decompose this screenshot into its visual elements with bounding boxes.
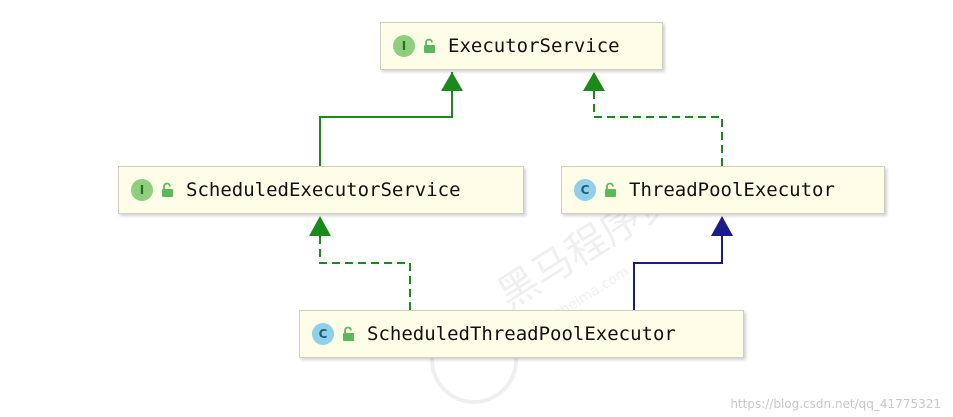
arrowhead-scheduled-executor-service: [309, 216, 331, 236]
edge-scheduled-thread-pool-executor-to-scheduled-executor-service: [319, 236, 411, 310]
unlock-icon: [424, 38, 435, 53]
unlock-icon: [343, 326, 354, 341]
node-thread-pool-executor[interactable]: C ThreadPoolExecutor: [561, 166, 885, 214]
node-label: ScheduledExecutorService: [186, 179, 461, 201]
node-label: ExecutorService: [448, 35, 620, 57]
arrowhead-thread-pool-executor: [711, 216, 733, 236]
node-scheduled-thread-pool-executor[interactable]: C ScheduledThreadPoolExecutor: [299, 310, 744, 358]
class-icon: C: [312, 323, 334, 345]
node-label: ScheduledThreadPoolExecutor: [367, 323, 676, 345]
node-label: ThreadPoolExecutor: [629, 179, 835, 201]
edge-scheduled-thread-pool-executor-to-thread-pool-executor: [633, 236, 723, 310]
unlock-icon: [162, 182, 173, 197]
arrowhead-executor-service-left: [441, 72, 463, 91]
node-executor-service[interactable]: I ExecutorService: [380, 22, 663, 70]
edge-scheduled-executor-service-to-executor-service: [319, 72, 453, 166]
interface-icon: I: [393, 35, 415, 57]
arrowhead-executor-service-right: [583, 72, 605, 91]
watermark-url: https://blog.csdn.net/qq_41775321: [730, 397, 941, 411]
node-scheduled-executor-service[interactable]: I ScheduledExecutorService: [118, 166, 524, 214]
unlock-icon: [605, 182, 616, 197]
edge-thread-pool-executor-to-executor-service: [593, 91, 723, 166]
class-icon: C: [574, 179, 596, 201]
interface-icon: I: [131, 179, 153, 201]
